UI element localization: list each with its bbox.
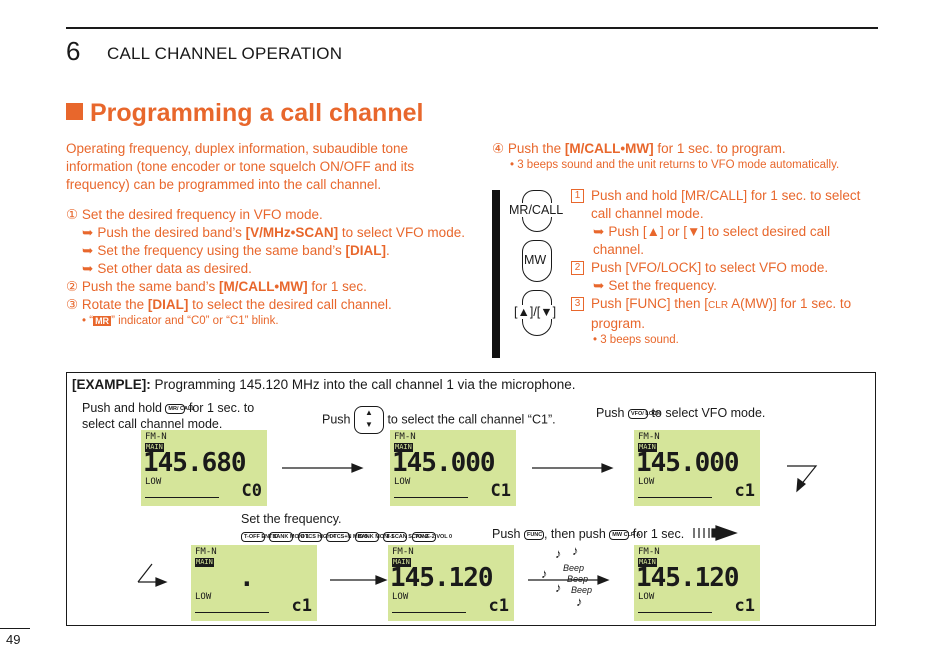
mic-step-1a: ➥Push [▲] or [▼] to select desired call …	[593, 224, 831, 257]
step-4: ④ Push the [M/CALL•MW] for 1 sec. to pro…	[492, 141, 786, 156]
chapter-number: 6	[66, 36, 81, 66]
example-caption-4: Set the frequency.	[241, 512, 342, 526]
up-down-key-icon: ▲▼	[353, 406, 384, 434]
mic-step-2a: ➥Set the frequency.	[593, 278, 717, 293]
key-tscan-icon: T-SCAN SCAN 2	[383, 531, 428, 542]
step-1: ① Set the desired frequency in VFO mode.	[66, 207, 323, 222]
key-toff-icon: T-OFF ENT C	[241, 531, 278, 542]
key-bank-2-icon: BANK MONI 1	[354, 531, 394, 542]
vfolock-key-icon: VFO/ LOCK	[627, 408, 661, 419]
step-1c: ➥Set other data as desired.	[82, 261, 252, 276]
step-1a: ➥Push the desired band’s [V/MHz•SCAN] to…	[82, 225, 465, 240]
example-caption-3: Push VFO/ LOCK to select VFO mode.	[596, 406, 766, 420]
mw-clr-key-icon: MW CLR A	[609, 529, 640, 540]
step-3: ③ Rotate the [DIAL] to select the desire…	[66, 297, 392, 312]
page-number: 49	[6, 632, 21, 647]
intro-paragraph: Operating frequency, duplex information,…	[66, 141, 415, 192]
example-title: [EXAMPLE]: Programming 145.120 MHz into …	[72, 377, 576, 392]
section-title-text: Programming a call channel	[90, 99, 424, 127]
beep-label-1: Beep	[563, 563, 585, 573]
step-4-note: • 3 beeps sound and the unit returns to …	[510, 159, 840, 171]
key-tone-icon: TONE-2 VOL 0	[411, 531, 452, 542]
example-box	[66, 372, 876, 626]
music-note-icon-2: ♪	[572, 543, 579, 558]
key-dtcsn-icon: DTCS+N MID 5	[326, 531, 368, 542]
section-square-icon	[66, 103, 83, 120]
func-key-icon: FUNC	[523, 529, 544, 540]
step-1b: ➥Set the frequency using the same band’s…	[82, 243, 390, 258]
step-3-note: • “MR” indicator and “C0” or “C1” blink.	[82, 315, 279, 327]
mic-mw-button-icon	[522, 240, 552, 282]
step-4-block: ④ Push the [M/CALL•MW] for 1 sec. to pro…	[492, 140, 882, 173]
page-rule	[0, 628, 30, 629]
steps-left: ① Set the desired frequency in VFO mode.…	[66, 206, 466, 329]
section-title: Programming a call channel	[66, 99, 423, 128]
beep-label-2: Beep	[567, 574, 589, 584]
key-dtcs-icon: DTCS HIGH 4	[297, 531, 336, 542]
key-bank-icon: BANK MONI 1	[269, 531, 309, 542]
top-rule	[66, 27, 878, 29]
mic-label-mw: MW	[524, 253, 547, 267]
chapter-title: CALL CHANNEL OPERATION	[107, 44, 343, 63]
mrcall-key-icon: MR/ CALL	[165, 403, 195, 414]
mr-indicator-icon: MR	[93, 316, 112, 326]
example-caption-2: Push ▲▼ to select the call channel “C1”.	[322, 406, 556, 434]
music-note-icon-3: ♪	[541, 566, 548, 581]
keypad-keys: T-OFF ENT C BANK MONI 1 DTCS HIGH 4 DTCS…	[241, 528, 452, 546]
step-2: ② Push the same band’s [M/CALL•MW] for 1…	[66, 279, 367, 294]
vertical-bar	[492, 190, 500, 358]
mic-step-3-note: • 3 beeps sound.	[593, 334, 679, 346]
beep-label-3: Beep	[571, 585, 593, 595]
music-note-icon-5: ♪	[576, 594, 583, 609]
music-note-icon-4: ♪	[555, 580, 562, 595]
mic-label-mrcall: MR/CALL	[508, 203, 565, 217]
mic-label-updown: [▲]/[▼]	[514, 305, 557, 319]
example-caption-5: Push FUNC, then push MW CLR A for 1 sec.	[492, 527, 685, 541]
music-note-icon-1: ♪	[555, 546, 562, 561]
